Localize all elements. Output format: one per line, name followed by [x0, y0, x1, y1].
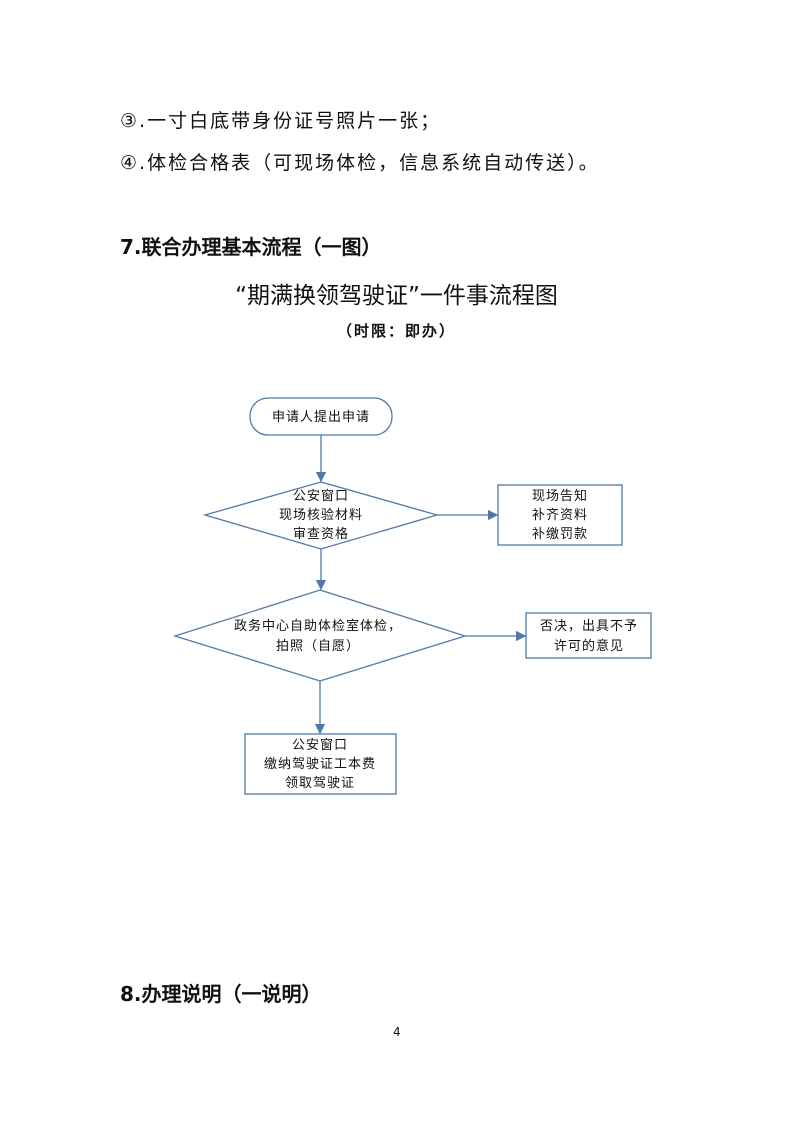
section-heading-8: 8.办理说明（一说明） — [120, 982, 322, 1006]
decision1-line3: 审查资格 — [293, 526, 349, 542]
end-line1: 公安窗口 — [292, 737, 348, 753]
side1-line2: 补齐资料 — [532, 507, 588, 523]
end-line3: 领取驾驶证 — [285, 776, 355, 791]
side2-line1: 否决，出具不予 — [540, 619, 638, 634]
side1-line3: 补缴罚款 — [532, 527, 588, 542]
end-line2: 缴纳驾驶证工本费 — [264, 757, 376, 772]
decision-2-shape — [172, 589, 468, 682]
side1-line1: 现场告知 — [532, 488, 588, 504]
section-heading-7: 7.联合办理基本流程（一图） — [120, 235, 382, 259]
decision1-line2: 现场核验材料 — [279, 507, 363, 523]
decision2-line2: 拍照（自愿） — [276, 639, 360, 654]
page-number: 4 — [393, 1025, 401, 1039]
decision2-line1: 政务中心自助体检室体检， — [234, 618, 402, 634]
start-label: 申请人提出申请 — [272, 409, 370, 425]
flowchart-title: “期满换领驾驶证”一件事流程图 — [235, 283, 558, 309]
requirement-item-3: ③.一寸白底带身份证号照片一张； — [120, 110, 442, 132]
decision1-line1: 公安窗口 — [293, 488, 349, 504]
side2-line2: 许可的意见 — [554, 638, 624, 654]
flowchart-subtitle: （时限：即办） — [336, 322, 456, 340]
requirement-item-4: ④.体检合格表（可现场体检，信息系统自动传送）。 — [120, 152, 600, 174]
